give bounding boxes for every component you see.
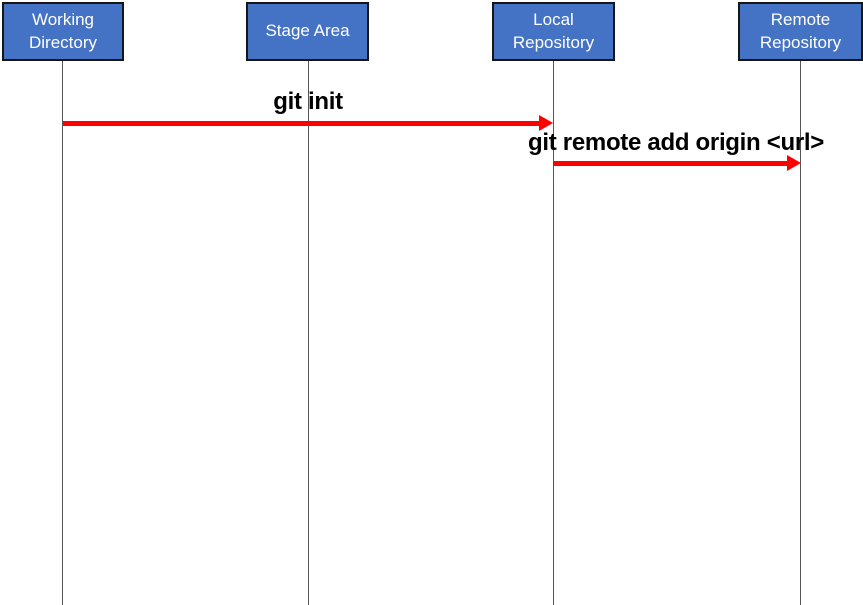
arrow-head-icon (787, 155, 801, 171)
lifeline-header-working-directory: Working Directory (2, 2, 124, 61)
lifeline-remote-repository (799, 61, 801, 605)
arrow-shaft (553, 160, 787, 166)
lifeline-stage-area (307, 61, 309, 605)
message-label-git-init: git init (273, 88, 343, 115)
message-arrow-git-init (63, 115, 553, 131)
arrow-shaft (63, 120, 539, 126)
lifeline-local-repository (552, 61, 554, 605)
lifeline-working-directory (61, 61, 63, 605)
lifeline-header-stage-area: Stage Area (246, 2, 369, 61)
lifeline-header-local-repository: Local Repository (492, 2, 615, 61)
arrow-head-icon (539, 115, 553, 131)
message-label-git-remote-add-origin: git remote add origin <url> (528, 129, 824, 156)
lifeline-header-remote-repository: Remote Repository (738, 2, 863, 61)
message-arrow-git-remote-add-origin (553, 155, 801, 171)
